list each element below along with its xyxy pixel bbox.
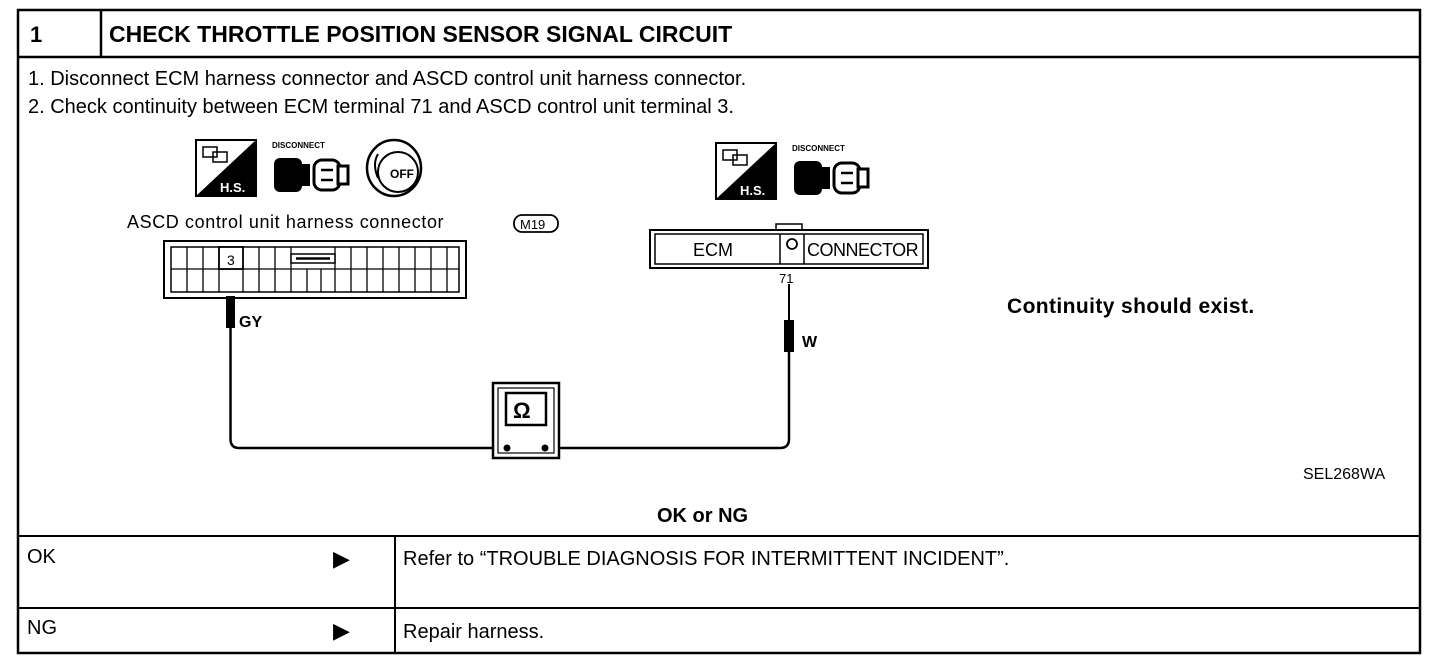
decision-label: OK or NG <box>657 505 748 527</box>
result-arrow-icon: ▶ <box>333 618 350 643</box>
right-wire-color: W <box>802 334 818 351</box>
expected-result-text: Continuity should exist. <box>1007 295 1255 318</box>
ecm-label: ECM <box>693 240 733 260</box>
ecm-connector: ECM CONNECTOR 71 <box>649 223 929 286</box>
result-label-ok: OK <box>27 546 57 568</box>
harness-side-icon: H.S. <box>715 142 777 200</box>
test-lead-right <box>547 284 794 450</box>
ohmmeter: Ω <box>491 381 561 460</box>
svg-text:M19: M19 <box>520 217 545 232</box>
connector-code-badge: M19 <box>513 214 559 233</box>
disconnect-icon: DISCONNECT <box>792 144 870 195</box>
result-action-ng: Repair harness. <box>403 621 544 643</box>
svg-text:H.S.: H.S. <box>220 180 245 195</box>
step-number: 1 <box>30 22 42 47</box>
ascd-harness-connector: 3 <box>163 240 467 299</box>
instruction-line: 1. Disconnect ECM harness connector and … <box>28 68 746 90</box>
ohm-symbol: Ω <box>513 398 531 423</box>
step-title: CHECK THROTTLE POSITION SENSOR SIGNAL CI… <box>109 21 732 47</box>
ignition-off-icon: OFF <box>365 138 423 198</box>
test-lead-left <box>226 296 505 450</box>
left-terminal-number: 3 <box>227 252 235 268</box>
ecm-connector-label: CONNECTOR <box>807 240 919 260</box>
result-arrow-icon: ▶ <box>333 546 350 571</box>
harness-side-icon: H.S. <box>195 139 257 197</box>
table-border <box>16 8 1422 655</box>
result-action-ok: Refer to “TROUBLE DIAGNOSIS FOR INTERMIT… <box>403 548 1009 570</box>
left-wire-color: GY <box>239 314 262 331</box>
svg-text:DISCONNECT: DISCONNECT <box>792 144 845 153</box>
figure-code: SEL268WA <box>1303 466 1385 483</box>
svg-text:H.S.: H.S. <box>740 183 765 198</box>
left-connector-label: ASCD control unit harness connector <box>127 212 444 232</box>
svg-text:DISCONNECT: DISCONNECT <box>272 141 325 150</box>
result-label-ng: NG <box>27 617 57 639</box>
right-terminal-number: 71 <box>779 271 793 286</box>
instruction-line: 2. Check continuity between ECM terminal… <box>28 96 734 118</box>
svg-text:OFF: OFF <box>390 167 414 181</box>
disconnect-icon: DISCONNECT <box>272 141 350 192</box>
